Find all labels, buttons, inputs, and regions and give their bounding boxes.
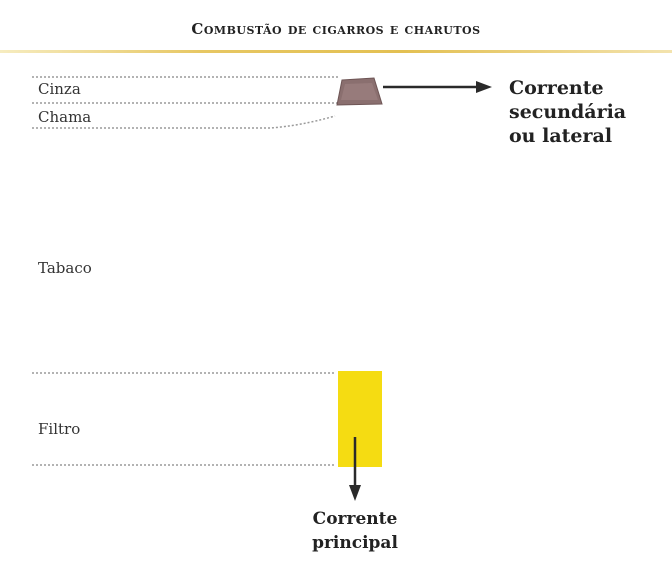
- side-stream-label-line1: Corrente: [509, 77, 604, 99]
- main-stream-label-line2: principal: [312, 533, 398, 553]
- main-stream-arrow-head: [349, 485, 361, 501]
- side-stream-label: Corrente secundária ou lateral: [509, 76, 626, 148]
- label-cinza: Cinza: [38, 80, 81, 98]
- label-chama: Chama: [38, 108, 92, 126]
- cigarette-filter: [338, 371, 382, 467]
- side-stream-label-line2: secundária: [509, 101, 627, 123]
- main-stream-label-line1: Corrente: [312, 509, 398, 529]
- title-rule: [0, 50, 672, 53]
- label-tabaco: Tabaco: [38, 259, 92, 277]
- main-stream-label: Corrente principal: [285, 507, 425, 555]
- label-filtro: Filtro: [38, 420, 81, 438]
- side-stream-label-line3: ou lateral: [509, 125, 613, 147]
- diagram-title: Combustão de cigarros e charutos: [191, 20, 481, 38]
- chama-guide-line: [32, 115, 336, 129]
- side-stream-arrow-head: [476, 81, 492, 93]
